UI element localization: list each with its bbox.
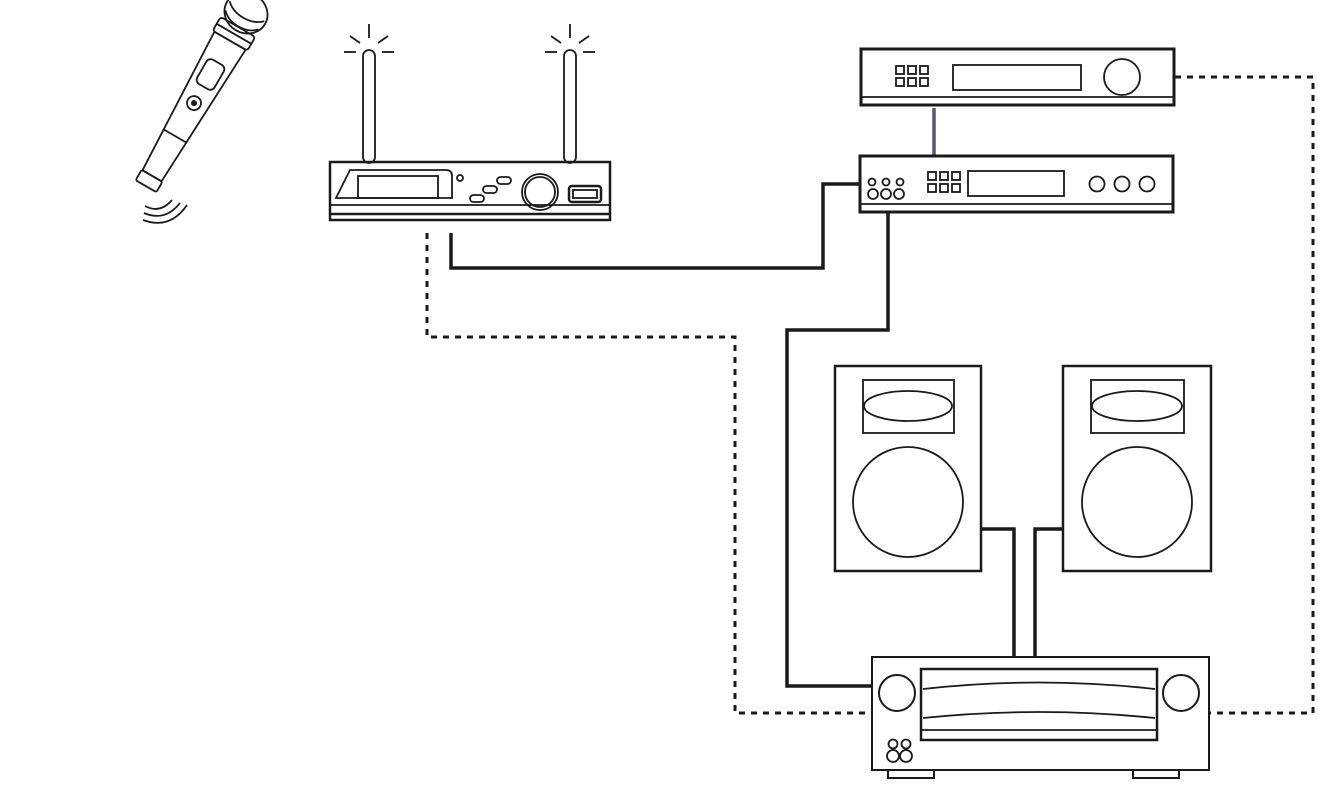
microphone-icon [135,0,269,193]
antenna-right-icon [545,24,595,164]
cd-player [859,47,1176,107]
wireless-microphone [135,0,269,224]
mixer-processor [858,154,1175,214]
receiver-icon [328,160,612,222]
connection-receiver-to-amplifier-dashed [425,233,872,715]
mixer-icon [858,154,1175,214]
connection-amplifier-to-speaker-right [1033,527,1063,657]
speaker-icon [833,364,983,573]
speaker-icon [1061,364,1213,573]
antenna-left-icon [344,24,394,164]
speaker-right [1061,364,1213,573]
signal-waves-icon [142,199,188,224]
speaker-left [833,364,983,573]
cd-player-icon [859,47,1176,107]
connection-receiver-to-mixer [449,182,860,270]
amplifier-icon [871,656,1210,779]
connection-amplifier-to-speaker-left [982,527,1016,657]
connections [425,75,1315,715]
connection-mixer-to-amplifier [785,212,890,688]
connection-cdplayer-to-amplifier-dashed [1175,75,1315,715]
power-amplifier [871,656,1210,779]
wireless-receiver [328,24,612,222]
